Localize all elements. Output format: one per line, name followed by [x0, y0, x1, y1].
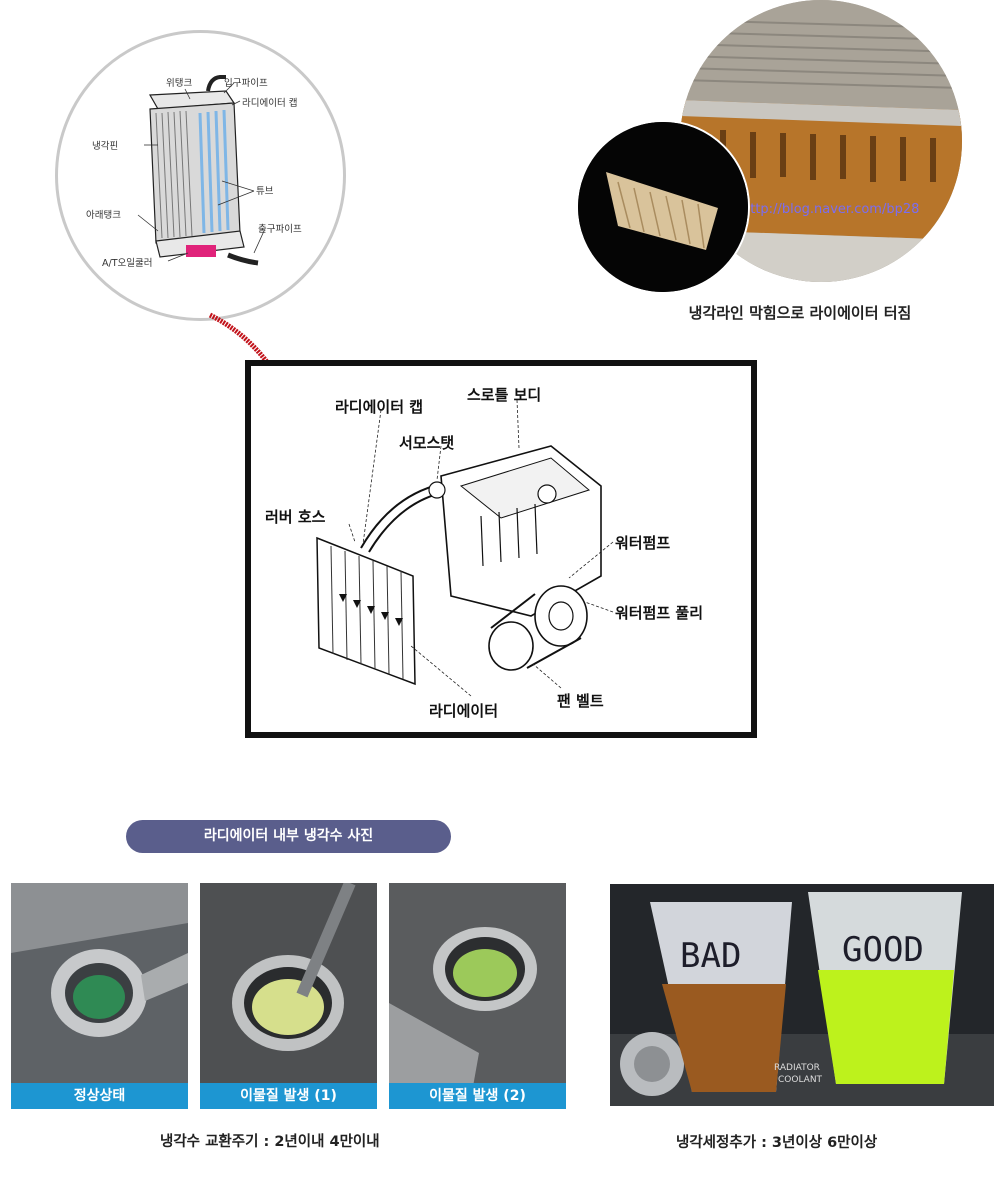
label-contaminated-2: 이물질 발생 (2)	[389, 1083, 566, 1109]
watermark-text: http://blog.naver.com/bp28	[742, 202, 920, 217]
coolant-cups-photo: RADIATOR COOLANT BAD GOOD	[610, 884, 994, 1106]
radiator-neck-contaminated-1-illustration	[200, 883, 377, 1109]
label-radiator-cap: 라디에이터 캡	[335, 398, 424, 416]
coolant-interval-caption: 냉각수 교환주기 : 2년이내 4만이내	[160, 1134, 380, 1150]
label-water-pump: 워터펌프	[615, 534, 671, 552]
label-thermostat: 서모스탯	[399, 434, 455, 452]
coolant-photo-normal: 정상상태	[11, 883, 188, 1109]
bad-good-cups-illustration: RADIATOR COOLANT	[610, 884, 994, 1106]
radiator-zoom-circle: 위탱크 입구파이프 라디에이터 캡 냉각핀 튜브 아래탱크 출구파이프 A/T오…	[55, 30, 346, 321]
inlet-pipe-label: 입구파이프	[224, 78, 268, 89]
radiator-cutaway-illustration	[137, 75, 265, 266]
label-water-pump-pulley: 워터펌프 풀리	[615, 604, 704, 622]
bad-cup-text: BAD	[680, 936, 742, 976]
section-title-pill: 라디에이터 내부 냉각수 사진	[126, 820, 451, 853]
label-contaminated-1: 이물질 발생 (1)	[200, 1083, 377, 1109]
upper-tank-label: 위탱크	[166, 78, 193, 89]
outlet-pipe-label: 출구파이프	[258, 224, 302, 235]
radiator-cap-label-small: 라디에이터 캡	[242, 98, 298, 109]
radiator-label-text: RADIATOR	[774, 1063, 820, 1073]
coolant-label-text: COOLANT	[778, 1075, 823, 1085]
engine-line-drawing	[316, 399, 614, 697]
tube-label: 튜브	[256, 186, 274, 197]
radiator-neck-normal-illustration	[11, 883, 188, 1109]
good-cup-text: GOOD	[842, 930, 924, 970]
label-fan-belt: 팬 벨트	[557, 692, 604, 710]
label-throttle-body: 스로틀 보디	[467, 386, 542, 404]
cooling-fin-label: 냉각핀	[92, 141, 119, 152]
burst-photo-caption: 냉각라인 막힘으로 라이에이터 터짐	[688, 304, 912, 322]
radiator-neck-contaminated-2-illustration	[389, 883, 566, 1109]
at-oil-cooler-label: A/T오일쿨러	[102, 258, 153, 269]
engine-cooling-diagram: 라디에이터 캡 스로틀 보디 서모스탯 러버 호스 워터펌프 워터펌프 풀리 팬…	[245, 360, 757, 738]
lower-tank-label: 아래탱크	[86, 210, 121, 221]
coolant-photo-contaminated-2: 이물질 발생 (2)	[389, 883, 566, 1109]
flush-caption: 냉각세정추가 : 3년이상 6만이상	[676, 1135, 878, 1151]
radiator-core-closeup-photo	[576, 120, 750, 294]
label-normal-state: 정상상태	[11, 1083, 188, 1109]
coolant-photo-contaminated-1: 이물질 발생 (1)	[200, 883, 377, 1109]
label-radiator: 라디에이터	[429, 702, 499, 720]
radiator-core-illustration	[578, 122, 748, 292]
label-rubber-hose: 러버 호스	[265, 508, 326, 526]
